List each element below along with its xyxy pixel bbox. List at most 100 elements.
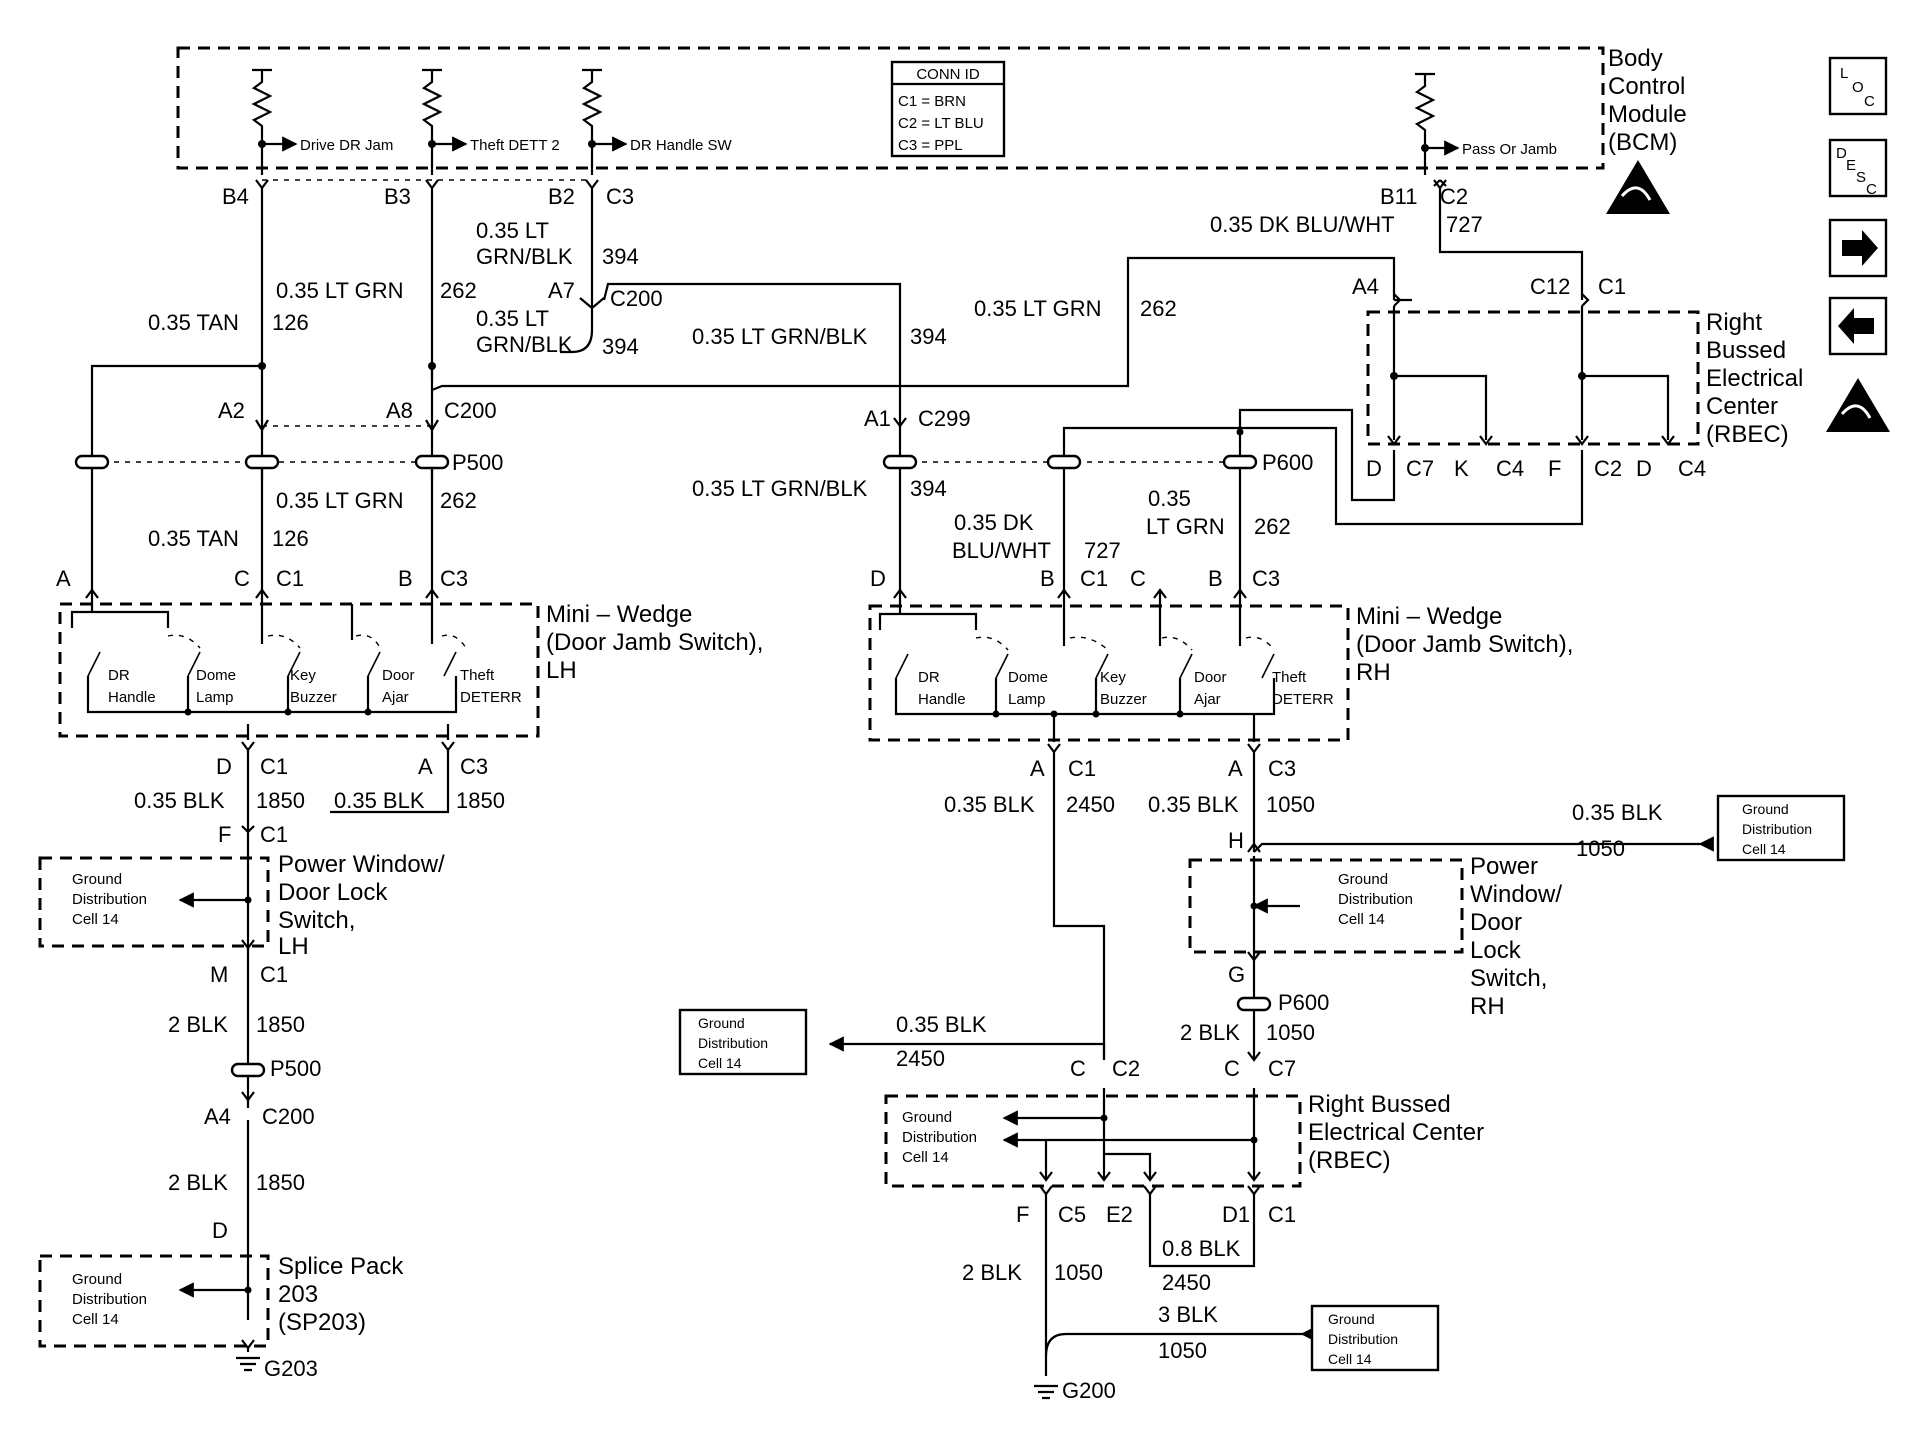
gd-rh3-2: Distribution xyxy=(1328,1331,1398,1347)
pin-rbec-c4: C4 xyxy=(1496,456,1524,481)
pin-rbec-f: F xyxy=(1548,456,1561,481)
pwdl-lh-label-4: LH xyxy=(278,933,309,960)
pin-rh-c: C xyxy=(1224,1056,1240,1081)
wire-ltgrn2-num: 262 xyxy=(440,488,477,513)
pwdl-lh-label-3: Switch, xyxy=(278,907,355,934)
wire-blk7: 0.35 BLK xyxy=(1572,800,1663,825)
splice-pack-label-1: Splice Pack xyxy=(278,1253,404,1280)
wire-grnblk2-num: 394 xyxy=(602,334,639,359)
esd-warning-icon xyxy=(1826,378,1890,432)
wire-grnblk4-num: 394 xyxy=(910,476,947,501)
gd-mid-2: Distribution xyxy=(698,1035,768,1051)
mini-wedge-rh-label-3: RH xyxy=(1356,659,1391,686)
conn-id-row-2: C2 = LT BLU xyxy=(898,115,984,132)
bcm-module: Body Control Module (BCM) xyxy=(176,45,1687,170)
pin-lh-f-c1: C1 xyxy=(260,822,288,847)
rbec-top-label-3: Electrical xyxy=(1706,365,1803,392)
left-arrow-icon[interactable] xyxy=(1828,296,1888,356)
gd-rbec-3: Cell 14 xyxy=(902,1149,949,1166)
bcm-input-pass-or-jamb: Pass Or Jamb xyxy=(1462,141,1557,158)
wire-ltgrn4-num: 262 xyxy=(1254,514,1291,539)
bcm-input-drive-dr-jam: Drive DR Jam xyxy=(300,137,393,154)
pin-lh-c3-b: C3 xyxy=(460,754,488,779)
rbec-top-label-4: Center xyxy=(1706,393,1778,420)
gd-rh1-3: Cell 14 xyxy=(1742,841,1786,857)
ground-g203: G203 xyxy=(264,1356,318,1381)
conn-id-row-1: C1 = BRN xyxy=(898,93,966,110)
loc-letter-2: O xyxy=(1852,79,1864,96)
mini-wedge-lh xyxy=(58,588,540,740)
gd-rh2-2: Distribution xyxy=(1338,891,1413,908)
wire-blk4: 2 BLK xyxy=(168,1170,228,1195)
mini-wedge-lh-label-1: Mini – Wedge xyxy=(546,601,692,628)
ground-dist-box-mid xyxy=(678,1008,808,1076)
right-arrow-icon[interactable] xyxy=(1828,218,1888,278)
bcm-label-2: Control xyxy=(1608,73,1685,100)
pin-rh-c3: C3 xyxy=(1252,566,1280,591)
loc-icon[interactable]: L O C xyxy=(1828,56,1888,116)
gd-rh3-3: Cell 14 xyxy=(1328,1351,1372,1367)
lh-sw-door: Door xyxy=(382,667,415,684)
mini-wedge-lh-label-2: (Door Jamb Switch), xyxy=(546,629,763,656)
lh-sw-lamp: Lamp xyxy=(196,689,234,706)
wire-blk11: 2 BLK xyxy=(962,1260,1022,1285)
pin-rh-c2: C2 xyxy=(1112,1056,1140,1081)
pin-rh-f: F xyxy=(1016,1202,1029,1227)
desc-letter-4: C xyxy=(1866,181,1877,198)
wire-ltgrn1: 0.35 LT GRN xyxy=(276,278,404,303)
pin-rh-e2: E2 xyxy=(1106,1202,1133,1227)
ground-g200: G200 xyxy=(1062,1378,1116,1403)
lh-sw-dr: DR xyxy=(108,667,130,684)
pwdl-lh-label-1: Power Window/ xyxy=(278,851,445,878)
lh-sw-ajar: Ajar xyxy=(382,689,409,706)
pin-rh-a: A xyxy=(1030,756,1045,781)
lh-lower-wiring xyxy=(178,741,455,1372)
side-icons: L O C D E S C xyxy=(1606,56,1890,432)
rbec-top-label-1: Right xyxy=(1706,309,1762,336)
pin-rbec-c1: C1 xyxy=(1598,274,1626,299)
pin-rh-b2: B xyxy=(1208,566,1223,591)
gd-lh2-2: Distribution xyxy=(72,1291,147,1308)
mini-wedge-lh-label-3: LH xyxy=(546,657,577,684)
pin-rh-g: G xyxy=(1228,962,1245,987)
wire-grnblk3: 0.35 LT GRN/BLK xyxy=(692,324,868,349)
gd-lh2-3: Cell 14 xyxy=(72,1311,119,1328)
pin-c299: C299 xyxy=(918,406,971,431)
wire-blk7-num: 1050 xyxy=(1576,836,1625,861)
pin-rbec-c7: C7 xyxy=(1406,456,1434,481)
splice-pack-203 xyxy=(38,1254,270,1348)
pin-lh-b: B xyxy=(398,566,413,591)
gd-rbec-2: Distribution xyxy=(902,1129,977,1146)
gd-lh1-3: Cell 14 xyxy=(72,911,119,928)
wire-ltgrn4-a: 0.35 xyxy=(1148,486,1191,511)
wire-ltgrn3-num: 262 xyxy=(1140,296,1177,321)
gd-lh1-2: Distribution xyxy=(72,891,147,908)
pin-rbec-k: K xyxy=(1454,456,1469,481)
gd-rh1-2: Distribution xyxy=(1742,821,1812,837)
wire-grnblk2-a: 0.35 LT xyxy=(476,306,549,331)
power-window-switch-rh xyxy=(1188,858,1464,954)
pin-lh-c1: C1 xyxy=(276,566,304,591)
wire-blk2-num: 1850 xyxy=(456,788,505,813)
wire-blk6: 0.35 BLK xyxy=(1148,792,1239,817)
loc-letter-1: L xyxy=(1840,65,1848,82)
rh-sw-dome: Dome xyxy=(1008,669,1048,686)
pwdl-rh-label-6: RH xyxy=(1470,993,1505,1020)
ground-dist-box-rh-upper xyxy=(1716,794,1846,862)
pin-lh-a: A xyxy=(56,566,71,591)
desc-icon[interactable]: D E S C xyxy=(1828,138,1888,198)
wire-blk3: 2 BLK xyxy=(168,1012,228,1037)
pwdl-rh-label-2: Window/ xyxy=(1470,881,1562,908)
wire-blk4-num: 1850 xyxy=(256,1170,305,1195)
gd-rh2-3: Cell 14 xyxy=(1338,911,1385,928)
bcm-input-theft-dett: Theft DETT 2 xyxy=(470,137,560,154)
conn-id-title: CONN ID xyxy=(916,66,980,83)
pin-lh-c: C xyxy=(234,566,250,591)
p600-label-top: P600 xyxy=(1262,450,1313,475)
pin-lh-m: M xyxy=(210,962,228,987)
pin-c3: C3 xyxy=(606,184,634,209)
wire-blk5-num: 2450 xyxy=(1066,792,1115,817)
wire-grnblk1-b: GRN/BLK xyxy=(476,244,573,269)
pin-rbec-c4-b: C4 xyxy=(1678,456,1706,481)
wire-blk5: 0.35 BLK xyxy=(944,792,1035,817)
